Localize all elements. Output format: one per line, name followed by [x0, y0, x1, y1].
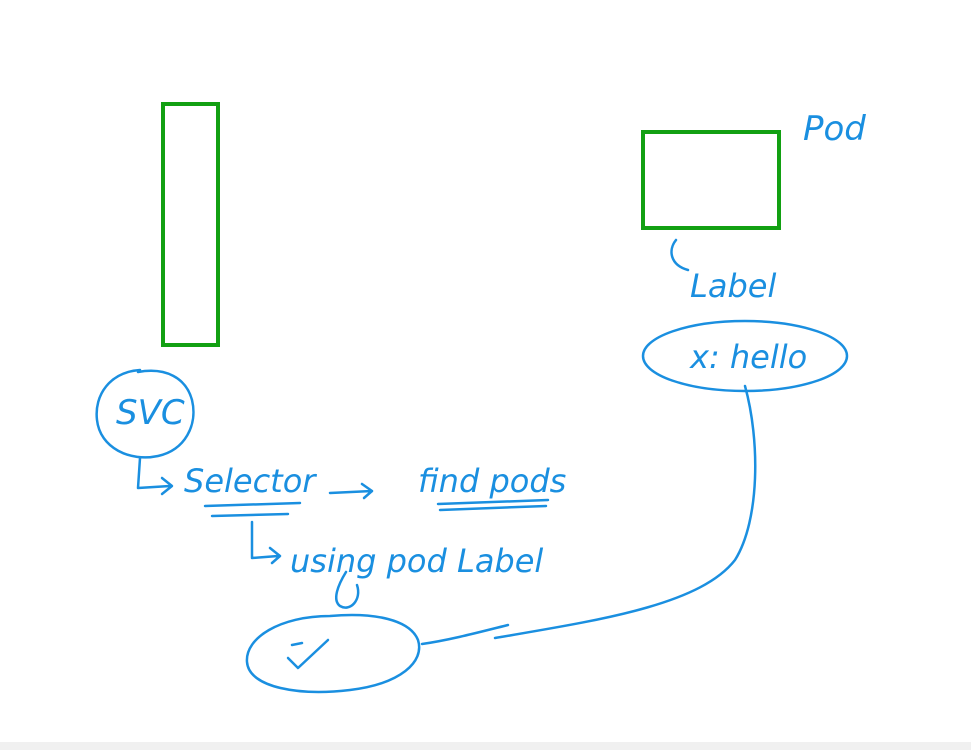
selector-text: Selector	[184, 462, 317, 500]
check-mark-icon	[286, 638, 330, 670]
svc-to-selector-arrow	[136, 456, 174, 496]
selector-to-using-arrow	[250, 520, 282, 565]
match-ellipse	[245, 613, 421, 694]
bottom-bar	[0, 742, 971, 750]
svc-text: SVC	[116, 393, 185, 433]
pod-label-connector	[670, 238, 690, 272]
find-pods-underline	[436, 498, 550, 512]
using-pod-label-text: using pod Label	[290, 542, 543, 580]
svc-circle	[95, 368, 195, 459]
selector-underline	[203, 501, 302, 518]
label-value-ellipse	[641, 319, 849, 393]
service-box	[161, 102, 220, 347]
using-to-check-loop	[335, 570, 360, 609]
pod-label-text: Pod	[803, 109, 866, 149]
label-to-match-curve	[493, 384, 757, 640]
selector-to-find-arrow	[328, 482, 374, 500]
match-connector-stub	[420, 623, 510, 646]
label-value-text: x: hello	[689, 338, 807, 376]
find-pods-text: find pods	[418, 462, 566, 500]
pod-box	[641, 130, 781, 230]
label-heading-text: Label	[690, 267, 776, 305]
